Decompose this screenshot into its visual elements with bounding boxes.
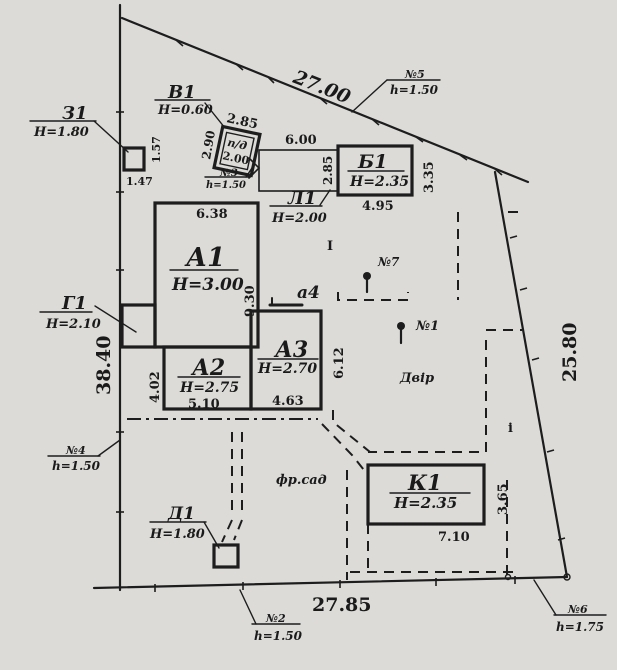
building-a3 (249, 309, 323, 411)
building-z1 (122, 146, 146, 172)
v1-value: 2.00 (221, 149, 250, 167)
building-d1 (212, 543, 240, 569)
n2-leader (239, 589, 257, 625)
n5-height: h=1.50 (390, 83, 439, 97)
n3-leader (245, 167, 253, 178)
n4-height: h=1.50 (52, 459, 101, 473)
boundary-bottom-line (92, 575, 569, 590)
a1-name: А1 (184, 243, 225, 273)
a1-width: 6.38 (196, 207, 228, 222)
z1-leader (93, 120, 129, 153)
n6-corner-mark (563, 573, 571, 581)
path-d1-a (221, 519, 233, 543)
n5-leader (351, 79, 388, 113)
a4-name: а4 (297, 283, 320, 303)
k1-name: К1 (407, 470, 442, 495)
v1-leader (204, 102, 226, 129)
k1-side: 3.65 (496, 483, 511, 515)
n5-name: №5 (404, 68, 425, 81)
d1-name: Д1 (167, 504, 195, 524)
n2-name: №2 (265, 612, 286, 625)
l1-arrow (248, 157, 261, 179)
building-v1: п/д 2.00 (212, 124, 262, 178)
boundary-right-line (493, 170, 569, 579)
well-1-icon (397, 322, 405, 345)
b1-width: 4.95 (362, 199, 394, 214)
well-1-name: №1 (415, 319, 439, 334)
n6-name: №6 (567, 603, 588, 616)
v1-label: п/д (226, 136, 248, 153)
a3-height: Н=2.70 (257, 361, 317, 377)
d1-height: Н=1.80 (149, 527, 205, 542)
boundary-top-label: 27.00 (289, 66, 353, 109)
path-well-7 (337, 292, 409, 301)
z1-side: 1.57 (150, 136, 163, 163)
roman-one-label: I (327, 239, 333, 254)
l1-length: 6.00 (285, 133, 317, 148)
g1-name: Г1 (61, 293, 87, 314)
z1-side2: 1.47 (126, 175, 153, 188)
boundary-bottom-label: 27.85 (312, 594, 372, 616)
d1-leader (203, 521, 220, 549)
v1-name: В1 (167, 82, 196, 103)
plot-boundary (92, 3, 569, 592)
path-d1-b (233, 519, 243, 541)
well-7-name: №7 (377, 255, 400, 269)
k1-width: 7.10 (438, 530, 470, 545)
z1-name: З1 (62, 103, 88, 124)
l1-height: Н=2.00 (271, 211, 327, 226)
v1-top: 2.85 (225, 111, 259, 132)
boundary-ticks (116, 39, 566, 592)
b1-name: Б1 (357, 151, 387, 173)
n6-height: h=1.75 (556, 620, 604, 634)
garden-label: фр.сад (276, 473, 327, 488)
l1-name: Л1 (287, 188, 316, 209)
path-yard-diag-2 (321, 423, 365, 471)
k1-height: Н=2.35 (393, 494, 457, 512)
a1-length: 9.30 (243, 285, 258, 317)
a1-height: Н=3.00 (171, 275, 244, 295)
a2-side: 4.02 (148, 371, 163, 403)
boundary-right-label: 25.80 (559, 323, 581, 383)
boundary-left-label: 38.40 (93, 336, 115, 396)
dashed-paths (127, 211, 522, 580)
g1-height: Н=2.10 (45, 317, 101, 332)
path-yard-diag (332, 410, 371, 453)
small-i-label: і (508, 421, 513, 436)
a2-height: Н=2.75 (179, 380, 239, 396)
a3-width: 4.63 (272, 394, 304, 409)
z1-height: Н=1.80 (33, 125, 89, 140)
yard-label: Двір (399, 371, 434, 386)
building-k1 (366, 463, 486, 526)
a2-width: 5.10 (188, 397, 220, 412)
path-k1-top (368, 340, 487, 453)
n4-leader (97, 439, 121, 457)
b1-height: Н=2.35 (349, 174, 409, 190)
n3-name: №3 (219, 168, 238, 179)
v1-height: Н=0.60 (157, 103, 213, 118)
v1-left: 2.90 (199, 129, 218, 160)
n2-height: h=1.50 (254, 629, 303, 643)
n4-name: №4 (65, 444, 86, 457)
a3-side: 6.12 (332, 347, 347, 379)
g1-leader (94, 305, 137, 333)
b1-side2: 2.85 (321, 156, 335, 185)
l1-leader (319, 189, 331, 206)
building-l1 (258, 149, 339, 192)
bottom-corner-mark (504, 573, 512, 581)
building-g1 (120, 303, 157, 349)
n6-leader (533, 579, 557, 616)
b1-side: 3.35 (422, 161, 437, 193)
well-7-icon (363, 272, 371, 294)
n3-height: h=1.50 (206, 180, 246, 191)
